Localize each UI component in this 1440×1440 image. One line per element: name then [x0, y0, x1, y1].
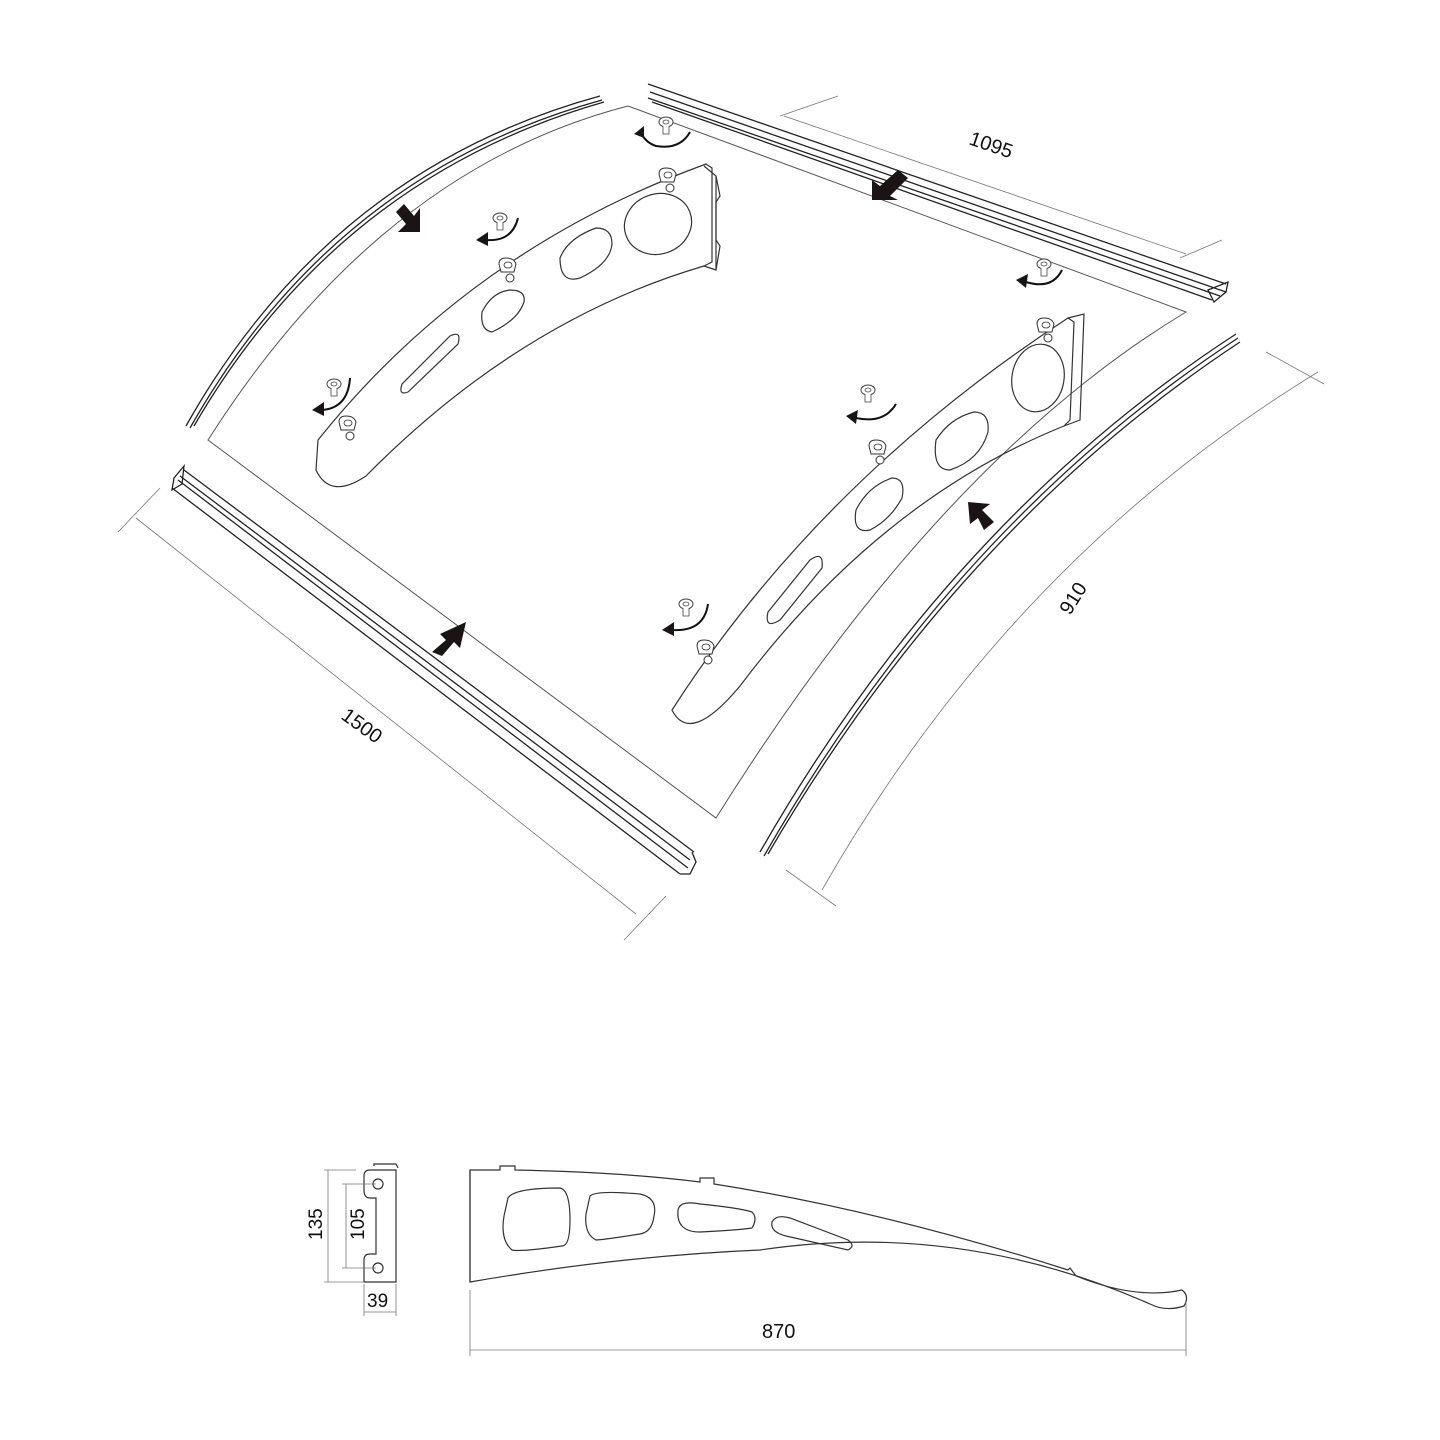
arrow-down-left-icon — [872, 170, 908, 200]
rotate-arrow-icon — [485, 217, 519, 242]
rotate-arrow-icon — [321, 377, 351, 411]
left-bracket — [315, 163, 721, 488]
overall-height-label: 135 — [306, 1208, 327, 1240]
front-rail-length-label: 1500 — [337, 704, 386, 748]
right-bracket — [671, 313, 1085, 725]
arrow-up-right-icon — [432, 622, 466, 656]
dimension-1095: 1095 — [779, 95, 1223, 259]
front-edge-rail — [171, 463, 697, 875]
bracket-length-label: 870 — [762, 1321, 795, 1343]
left-side-edge-strip — [185, 95, 605, 429]
top-rail-length-label: 1095 — [966, 128, 1015, 163]
arrow-down-right-icon — [396, 204, 420, 232]
right-side-edge-strip — [759, 333, 1241, 857]
hole-spacing-label: 105 — [348, 1208, 369, 1240]
screws — [326, 116, 1052, 617]
bracket-side-view: 870 — [469, 1165, 1188, 1356]
rotate-arrow-icon — [671, 603, 709, 632]
arrow-up-left-icon — [968, 502, 994, 530]
rotate-arrow-icon — [855, 403, 897, 421]
dimension-1500: 1500 — [117, 487, 667, 941]
rotate-arrows — [312, 126, 1063, 636]
dimension-910: 910 — [785, 351, 1325, 907]
rotate-arrow-icon — [1025, 269, 1063, 286]
depth-label: 39 — [367, 1291, 388, 1312]
top-wall-rail — [647, 83, 1229, 304]
side-arc-length-label: 910 — [1056, 579, 1092, 619]
polycarbonate-panel — [207, 105, 1188, 819]
bracket-end-view: 135 105 39 — [306, 1163, 399, 1316]
